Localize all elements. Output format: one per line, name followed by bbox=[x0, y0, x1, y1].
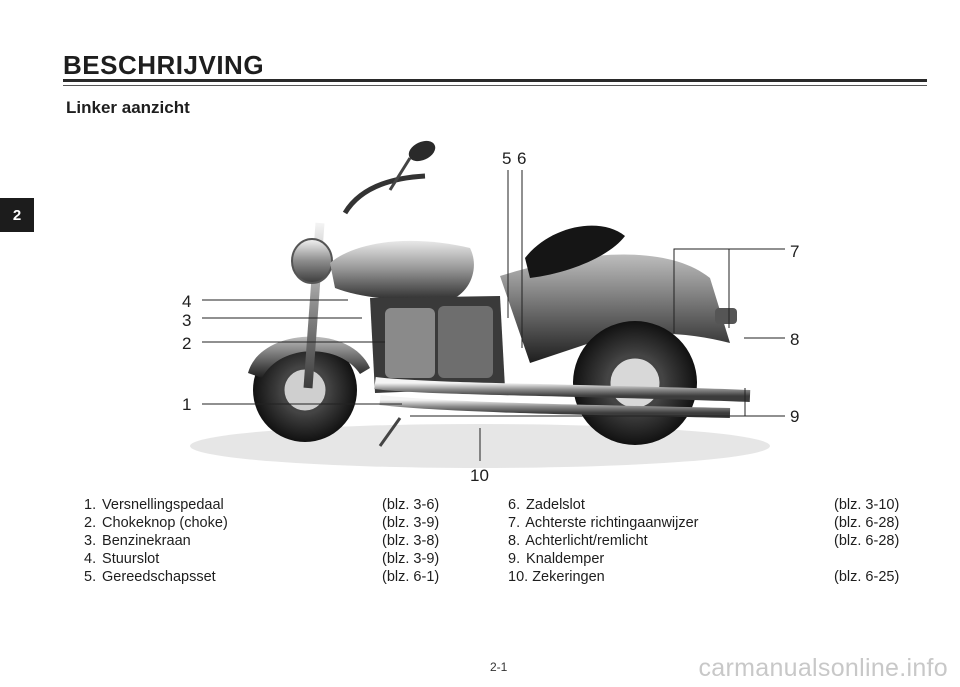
legend-item-8: 8. Achterlicht/remlicht bbox=[508, 533, 648, 549]
callout-10: 10 bbox=[470, 466, 489, 485]
legend-item-9: 9. Knaldemper bbox=[508, 551, 605, 567]
seat bbox=[525, 225, 625, 278]
legend-ref-10: (blz. 6-25) bbox=[834, 569, 900, 585]
callout-6: 6 bbox=[517, 149, 527, 168]
chapter-tab: 2 bbox=[0, 198, 34, 232]
legend-item-2: 2. Chokeknop (choke) bbox=[84, 515, 228, 531]
rear-fender bbox=[500, 254, 730, 363]
callout-3: 3 bbox=[182, 311, 192, 330]
legend-ref-7: (blz. 6-28) bbox=[834, 515, 900, 531]
rear-lamp bbox=[715, 308, 737, 324]
callout-9: 9 bbox=[790, 407, 800, 426]
legend-item-6: 6. Zadelslot bbox=[508, 497, 585, 513]
section-title: Linker aanzicht bbox=[66, 98, 190, 117]
legend-ref-5: (blz. 6-1) bbox=[382, 569, 440, 585]
page-number: 2-1 bbox=[490, 660, 508, 674]
fuel-tank bbox=[330, 240, 474, 301]
legend-ref-9 bbox=[834, 550, 899, 568]
legend-right: 6. Zadelslot 7. Achterste richtingaanwij… bbox=[508, 496, 699, 586]
legend-item-1: 1. Versnellingspedaal bbox=[84, 497, 224, 513]
legend-left: 1. Versnellingspedaal 2. Chokeknop (chok… bbox=[84, 496, 228, 586]
legend-right-refs: (blz. 3-10) (blz. 6-28) (blz. 6-28) (blz… bbox=[834, 496, 899, 586]
legend-item-7: 7. Achterste richtingaanwijzer bbox=[508, 515, 699, 531]
exhaust bbox=[374, 377, 751, 402]
page-title: BESCHRIJVING bbox=[63, 50, 265, 80]
title-rule bbox=[63, 79, 927, 82]
legend-ref-4: (blz. 3-9) bbox=[382, 551, 440, 567]
legend-item-4: 4. Stuurslot bbox=[84, 551, 160, 567]
callout-4: 4 bbox=[182, 292, 192, 311]
legend-left-refs: (blz. 3-6) (blz. 3-9) (blz. 3-8) (blz. 3… bbox=[382, 496, 439, 586]
legend-ref-1: (blz. 3-6) bbox=[382, 497, 440, 513]
title-rule-thin bbox=[63, 85, 927, 86]
callout-1: 1 bbox=[182, 395, 192, 414]
legend-item-10: 10. Zekeringen bbox=[508, 569, 605, 585]
legend-ref-6: (blz. 3-10) bbox=[834, 497, 900, 513]
legend-ref-2: (blz. 3-9) bbox=[382, 515, 440, 531]
mirror bbox=[408, 140, 436, 162]
callout-5: 5 bbox=[502, 149, 512, 168]
watermark: carmanualsonline.info bbox=[698, 654, 948, 682]
callout-7: 7 bbox=[790, 242, 800, 261]
callout-8: 8 bbox=[790, 330, 800, 349]
callout-2: 2 bbox=[182, 334, 192, 353]
legend-item-5: 5. Gereedschapsset bbox=[84, 569, 216, 585]
motorcycle-illustration bbox=[190, 140, 785, 468]
headlight bbox=[291, 238, 333, 284]
front-fender bbox=[248, 336, 370, 378]
legend-item-3: 3. Benzinekraan bbox=[84, 533, 191, 549]
legend-ref-3: (blz. 3-8) bbox=[382, 533, 440, 549]
legend-ref-8: (blz. 6-28) bbox=[834, 533, 900, 549]
